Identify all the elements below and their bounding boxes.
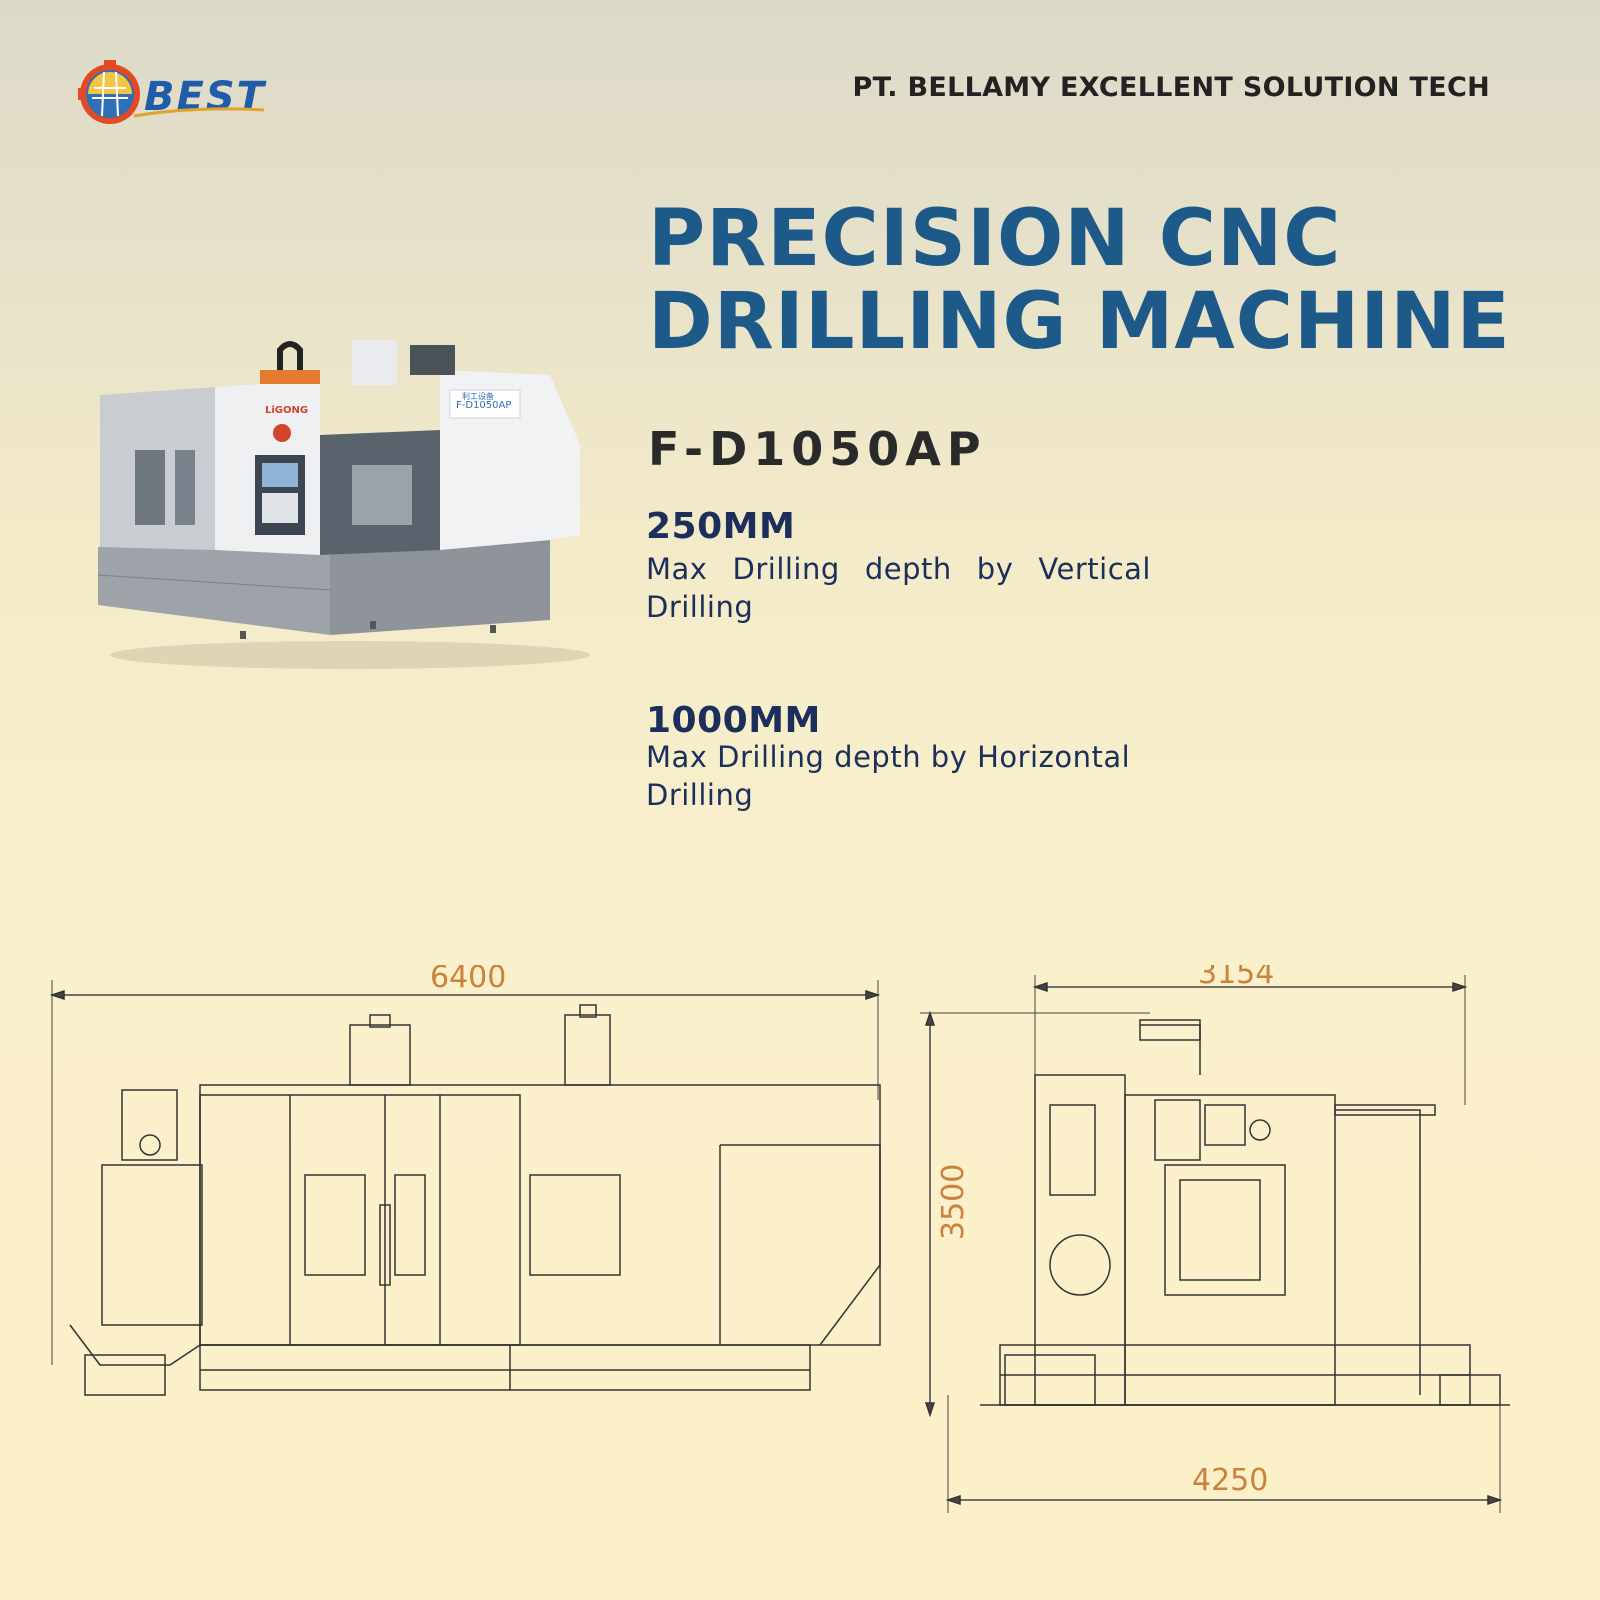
dimension-height-label: 3500 bbox=[936, 1164, 971, 1240]
dimension-depth-label: 3154 bbox=[1198, 965, 1274, 991]
gear-icon bbox=[78, 60, 140, 124]
spec-horizontal-depth-value: 1000MM bbox=[646, 700, 821, 741]
dimension-base-width-label: 4250 bbox=[1192, 1463, 1268, 1498]
machine-model-label: F-D1050AP bbox=[456, 400, 511, 411]
side-view-drawing: 3154 3500 4250 bbox=[920, 956, 1540, 1540]
front-view-drawing: 6400 bbox=[40, 960, 900, 1465]
company-name: PT. BELLAMY EXCELLENT SOLUTION TECH bbox=[852, 72, 1490, 103]
model-number: F-D1050AP bbox=[648, 422, 987, 476]
machine-brand-label: LiGONG bbox=[265, 405, 308, 416]
machine-photo: LiGONG F-D1050AP 利工设备 bbox=[90, 335, 610, 680]
company-logo: BEST bbox=[74, 58, 274, 130]
dimension-width-label: 6400 bbox=[430, 965, 506, 995]
page-title-line2: DRILLING MACHINE bbox=[648, 277, 1511, 367]
spec-vertical-depth-description: Max Drilling depth by Vertical Drilling bbox=[646, 552, 1151, 624]
spec-horizontal-depth-description: Max Drilling depth by Horizontal Drillin… bbox=[646, 740, 1131, 812]
machine-chinese-label: 利工设备 bbox=[462, 391, 494, 401]
spec-vertical-depth-value: 250MM bbox=[646, 506, 796, 547]
page-title-line1: PRECISION CNC bbox=[648, 194, 1342, 284]
